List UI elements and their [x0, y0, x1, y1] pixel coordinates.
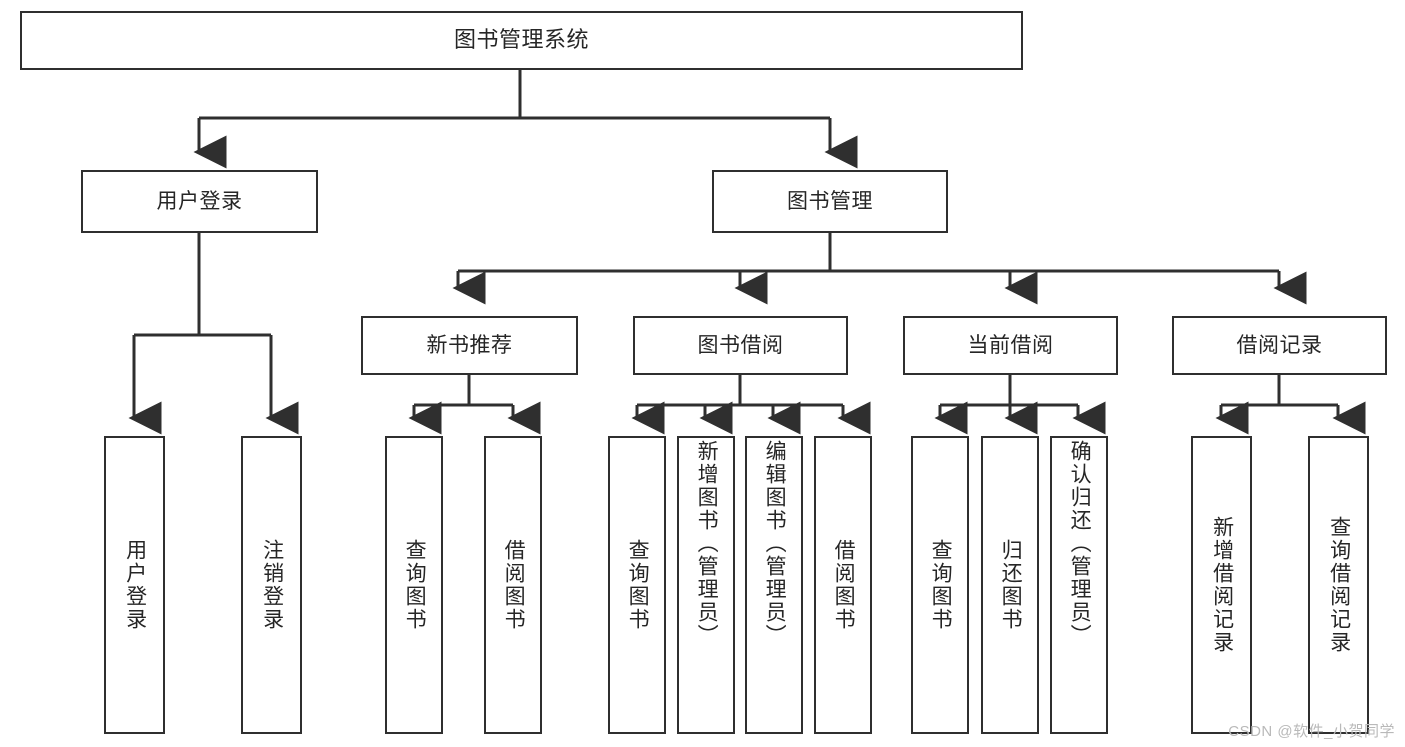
leaf-borrow-record-add[interactable]: 新增借阅记录 — [1191, 436, 1252, 734]
node-label: 图书管理系统 — [453, 27, 589, 53]
watermark-text: CSDN @软件_小贺同学 — [1228, 723, 1395, 740]
node-label: 查询图书 — [403, 539, 427, 631]
leaf-new-book-query[interactable]: 查询图书 — [385, 436, 443, 734]
node-label: 借阅图书 — [502, 539, 526, 631]
node-borrow-record[interactable]: 借阅记录 — [1172, 316, 1387, 375]
leaf-new-book-borrow[interactable]: 借阅图书 — [484, 436, 542, 734]
node-label: 编辑图书（管理员） — [763, 440, 787, 647]
node-root-system[interactable]: 图书管理系统 — [20, 11, 1023, 70]
node-book-borrow[interactable]: 图书借阅 — [633, 316, 848, 375]
node-label: 用户登录 — [123, 539, 147, 631]
leaf-book-borrow-query[interactable]: 查询图书 — [608, 436, 666, 734]
node-label: 借阅图书 — [832, 539, 856, 631]
leaf-user-login-logout[interactable]: 注销登录 — [241, 436, 302, 734]
node-new-book-recommend[interactable]: 新书推荐 — [361, 316, 578, 375]
node-label: 图书借阅 — [697, 333, 784, 357]
node-label: 查询图书 — [626, 539, 650, 631]
node-label: 借阅记录 — [1236, 333, 1323, 357]
leaf-book-borrow-add[interactable]: 新增图书（管理员） — [677, 436, 735, 734]
leaf-current-borrow-query[interactable]: 查询图书 — [911, 436, 969, 734]
node-label: 注销登录 — [260, 539, 284, 631]
node-label: 当前借阅 — [967, 333, 1054, 357]
node-label: 新增借阅记录 — [1210, 516, 1234, 654]
node-label: 归还图书 — [999, 539, 1023, 631]
node-user-login[interactable]: 用户登录 — [81, 170, 318, 233]
node-current-borrow[interactable]: 当前借阅 — [903, 316, 1118, 375]
node-label: 用户登录 — [156, 189, 243, 213]
leaf-user-login-login[interactable]: 用户登录 — [104, 436, 165, 734]
node-label: 查询借阅记录 — [1327, 516, 1351, 654]
node-book-management[interactable]: 图书管理 — [712, 170, 948, 233]
leaf-current-borrow-return[interactable]: 归还图书 — [981, 436, 1039, 734]
leaf-book-borrow-edit[interactable]: 编辑图书（管理员） — [745, 436, 803, 734]
node-label: 图书管理 — [787, 189, 873, 213]
node-label: 新增图书（管理员） — [695, 440, 719, 647]
leaf-book-borrow-borrow[interactable]: 借阅图书 — [814, 436, 872, 734]
leaf-current-borrow-confirm-return[interactable]: 确认归还（管理员） — [1050, 436, 1108, 734]
node-label: 新书推荐 — [426, 333, 513, 357]
node-label: 查询图书 — [929, 539, 953, 631]
leaf-borrow-record-query[interactable]: 查询借阅记录 — [1308, 436, 1369, 734]
node-label: 确认归还（管理员） — [1068, 440, 1092, 647]
